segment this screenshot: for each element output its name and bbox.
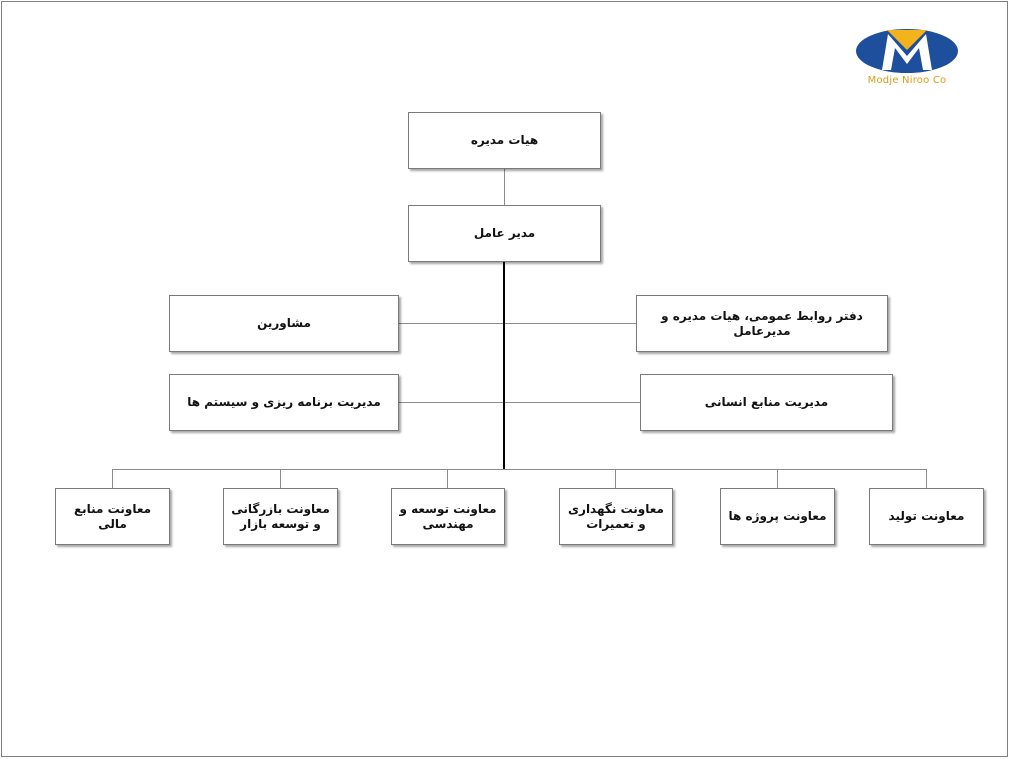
- ceo-box: مدیر عامل: [408, 205, 601, 262]
- deputy-commerce-box: معاونت بازرگانی و توسعه بازار: [223, 488, 338, 545]
- connector-deputy-2: [280, 469, 281, 488]
- connector-deputy-1: [112, 469, 113, 488]
- connector-pr-office: [505, 323, 636, 324]
- connector-main-trunk: [503, 262, 505, 470]
- deputy-finance-box: معاونت منابع مالی: [55, 488, 170, 545]
- pr-office-box: دفتر روابط عمومی، هیات مدیره و مدیرعامل: [636, 295, 888, 352]
- connector-deputy-4: [615, 469, 616, 488]
- advisors-box: مشاورین: [169, 295, 399, 352]
- logo-mark-icon: [856, 29, 958, 73]
- connector-planning: [398, 402, 503, 403]
- connector-board-ceo: [504, 168, 505, 205]
- planning-management-box: مدیریت برنامه ریزی و سیستم ها: [169, 374, 399, 431]
- connector-deputy-3: [447, 469, 448, 488]
- hr-management-box: مدیریت منابع انسانی: [640, 374, 893, 431]
- connector-hr: [505, 402, 640, 403]
- connector-deputy-5: [777, 469, 778, 488]
- deputy-projects-box: معاونت پروژه ها: [720, 488, 835, 545]
- connector-deputies-bus: [112, 469, 927, 470]
- company-name: Modje Niroo Co: [867, 75, 947, 86]
- connector-advisors: [398, 323, 503, 324]
- deputy-production-box: معاونت تولید: [869, 488, 984, 545]
- deputy-maintenance-box: معاونت نگهداری و تعمیرات: [559, 488, 673, 545]
- connector-deputy-6: [926, 469, 927, 488]
- deputy-engineering-box: معاونت توسعه و مهندسی: [391, 488, 505, 545]
- board-of-directors-box: هیات مدیره: [408, 112, 601, 169]
- company-logo: Modje Niroo Co: [852, 26, 962, 96]
